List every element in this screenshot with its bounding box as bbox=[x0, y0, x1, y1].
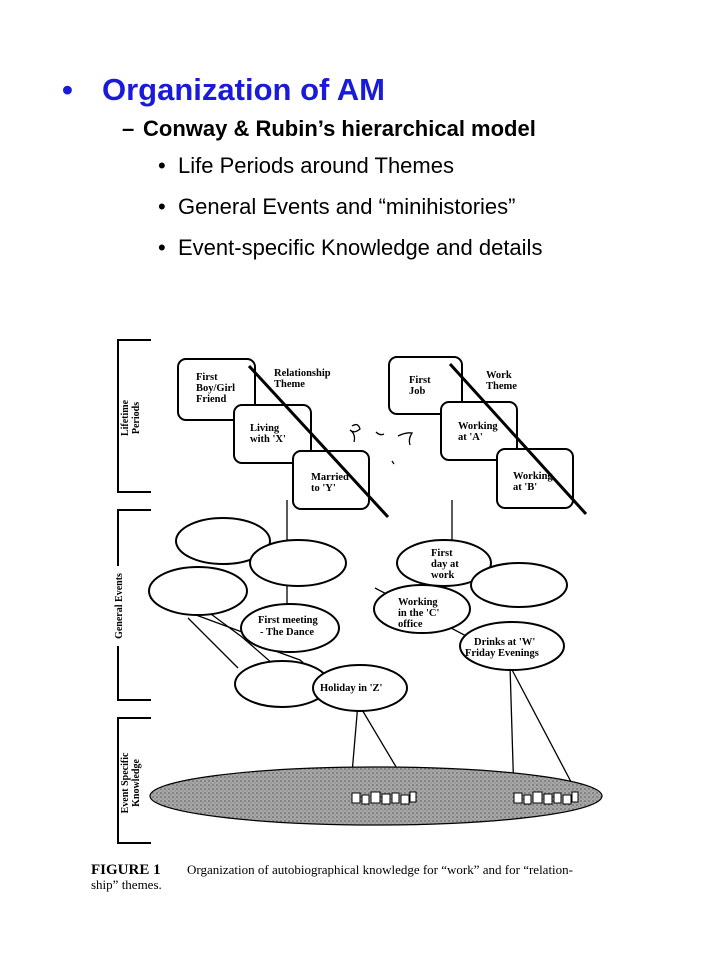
event-text: Holiday in 'Z' bbox=[320, 683, 383, 694]
theme-label: Theme bbox=[486, 381, 517, 392]
slide-heading: Organization of AM bbox=[102, 72, 385, 107]
event-ellipse-first-meeting bbox=[240, 603, 340, 653]
event-text: Friday Evenings bbox=[465, 648, 539, 659]
bullet-mark: • bbox=[158, 194, 166, 219]
event-ellipse-holiday-z bbox=[312, 664, 408, 712]
bullet-item: • Life Periods around Themes bbox=[158, 153, 454, 179]
event-text: Working bbox=[398, 597, 438, 608]
box-text: at 'A' bbox=[458, 432, 483, 443]
event-ellipse-blank bbox=[175, 517, 271, 565]
box-text: Job bbox=[409, 386, 426, 397]
box-text: Friend bbox=[196, 394, 226, 405]
box-text: Working bbox=[458, 421, 498, 432]
event-ellipse-working-c-office bbox=[373, 584, 471, 634]
relationship-general-events bbox=[148, 517, 408, 712]
event-ellipse-blank bbox=[148, 566, 248, 616]
event-specific-bracket bbox=[117, 717, 151, 844]
box-married-to-y bbox=[292, 450, 370, 510]
side-labels: Lifetime Periods General Events Event Sp… bbox=[112, 390, 142, 825]
relationship-theme-group: First Boy/Girl Friend Living with 'X' Ma… bbox=[177, 358, 390, 519]
box-text: at 'B' bbox=[513, 482, 537, 493]
periods-label: Periods bbox=[131, 402, 142, 434]
box-first-boy-girl-friend bbox=[177, 358, 256, 421]
bullet-mark: • bbox=[158, 235, 166, 260]
bullet-text: General Events and “minihistories” bbox=[178, 194, 516, 219]
event-text: Drinks at 'W' bbox=[474, 637, 535, 648]
general-events-label: General Events bbox=[114, 573, 125, 639]
box-first-job bbox=[388, 356, 463, 415]
bullet-mark: • bbox=[62, 72, 73, 107]
box-text: Living bbox=[250, 423, 280, 434]
esk-detail-cluster-left bbox=[351, 791, 417, 805]
bullet-text: Life Periods around Themes bbox=[178, 153, 454, 178]
box-text: Boy/Girl bbox=[196, 383, 235, 394]
slide-subheading: Conway & Rubin’s hierarchical model bbox=[143, 116, 536, 141]
box-text: Working bbox=[513, 471, 553, 482]
lifetime-label: Lifetime bbox=[120, 399, 131, 436]
event-ellipse-blank bbox=[470, 562, 568, 608]
theme-label: Relationship bbox=[274, 368, 331, 379]
bullet-text: Event-specific Knowledge and details bbox=[178, 235, 543, 260]
relationship-theme-line bbox=[247, 364, 390, 519]
box-text: Married bbox=[311, 472, 349, 483]
theme-label: Work bbox=[486, 370, 512, 381]
event-text: office bbox=[398, 619, 423, 630]
scribble-marks bbox=[349, 423, 414, 465]
subheading-row: – Conway & Rubin’s hierarchical model bbox=[122, 116, 536, 142]
box-text: with 'X' bbox=[250, 434, 286, 445]
event-specific-label: Event Specific bbox=[120, 752, 131, 813]
event-text: day at bbox=[431, 559, 459, 570]
figure-caption-line1: Organization of autobiographical knowled… bbox=[187, 862, 573, 877]
bullet-item: • Event-specific Knowledge and details bbox=[158, 235, 542, 261]
work-theme-group: First Job Working at 'A' Working at 'B' … bbox=[388, 356, 588, 516]
theme-label: Theme bbox=[274, 379, 305, 390]
bullet-mark: • bbox=[158, 153, 166, 178]
event-ellipse-drinks-w bbox=[459, 621, 565, 671]
knowledge-label: Knowledge bbox=[131, 759, 142, 807]
esk-detail-cluster-right bbox=[513, 791, 579, 805]
box-working-at-b bbox=[496, 448, 574, 509]
event-text: First meeting bbox=[258, 615, 319, 626]
event-text: First bbox=[431, 548, 453, 559]
event-ellipse-first-day bbox=[396, 539, 492, 587]
work-general-events bbox=[373, 539, 568, 671]
event-ellipse-blank bbox=[249, 539, 347, 587]
figure-caption-label: FIGURE 1 bbox=[91, 862, 161, 878]
bullet-item: • General Events and “minihistories” bbox=[158, 194, 515, 220]
box-text: to 'Y' bbox=[311, 483, 336, 494]
work-theme-line bbox=[448, 362, 588, 516]
lifetime-periods-bracket bbox=[117, 339, 151, 493]
event-text: work bbox=[431, 570, 454, 581]
event-text: in the 'C' bbox=[398, 608, 440, 619]
dash-mark: – bbox=[122, 116, 135, 141]
event-text: - The Dance bbox=[260, 627, 314, 638]
figure-caption-line2: ship” themes. bbox=[91, 877, 162, 892]
heading-row: • Organization of AM bbox=[62, 72, 385, 108]
box-text: First bbox=[409, 375, 431, 386]
box-text: First bbox=[196, 372, 218, 383]
